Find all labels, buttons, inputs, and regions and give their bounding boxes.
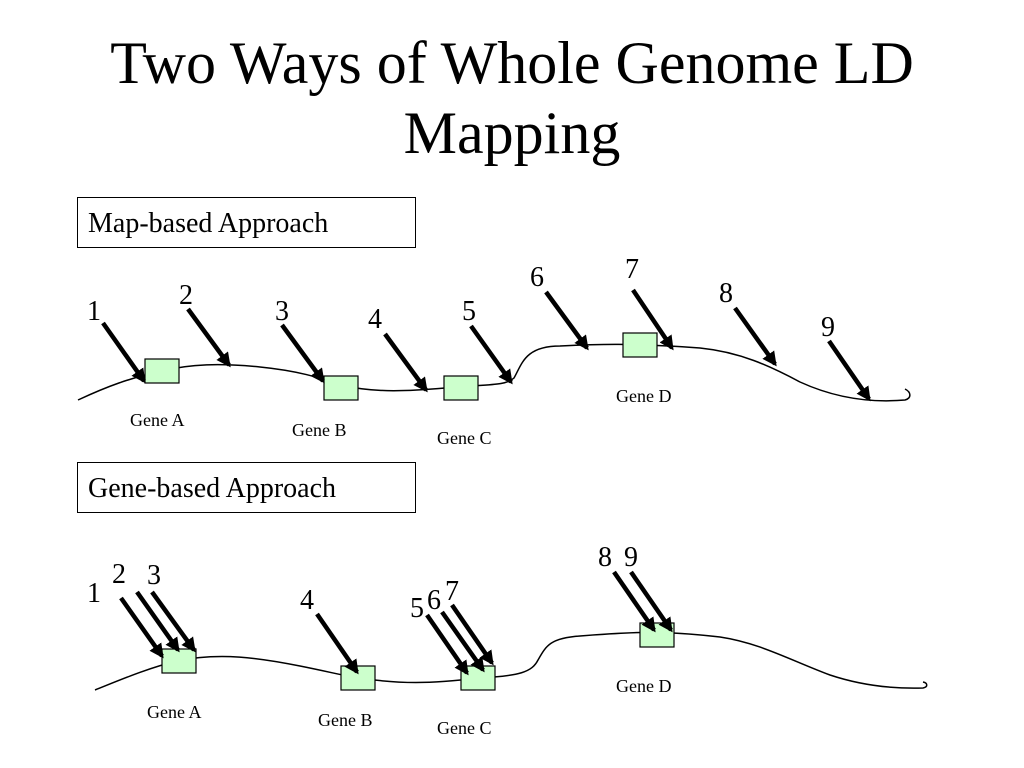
marker-number-2-2: 2 [112, 559, 126, 590]
marker-arrows-gene [119, 570, 673, 676]
title-line-1: Two Ways of Whole Genome LD [110, 30, 914, 96]
gene-label-a: Gene A [130, 410, 184, 430]
marker-number-1: 1 [87, 296, 101, 327]
chromosome-line-1 [77, 343, 911, 402]
marker-arrow-6 [544, 290, 589, 351]
slide-title: Two Ways of Whole Genome LD Mapping [0, 28, 1024, 168]
gene-label-c: Gene C [437, 428, 491, 448]
marker-arrow-2 [186, 307, 231, 368]
marker-number-3-2: 3 [147, 560, 161, 591]
marker-number-3: 3 [275, 296, 289, 327]
marker-number-5: 5 [462, 296, 476, 327]
gene-label-b: Gene B [292, 420, 346, 440]
map-based-approach-label: Map-based Approach [77, 197, 416, 248]
marker-arrow-9 [827, 339, 871, 402]
gene-label-d: Gene D [616, 386, 671, 406]
gene-box-a [144, 358, 180, 384]
gene-label-c-2: Gene C [437, 718, 491, 738]
marker-arrow-5-2 [425, 613, 469, 676]
marker-number-6: 6 [530, 262, 544, 293]
marker-arrow-6-2 [440, 610, 485, 673]
gene-box-c [443, 375, 479, 401]
marker-arrow-8-2 [612, 570, 656, 633]
marker-number-2: 2 [179, 280, 193, 311]
gene-based-approach-label: Gene-based Approach [77, 462, 416, 513]
marker-arrow-7 [631, 288, 674, 351]
marker-arrow-4 [383, 332, 428, 393]
gene-label-b-2: Gene B [318, 710, 372, 730]
marker-number-8: 8 [719, 278, 733, 309]
marker-number-7-2: 7 [445, 576, 459, 607]
marker-arrow-1-2 [119, 596, 164, 659]
marker-number-8-2: 8 [598, 542, 612, 573]
marker-number-7: 7 [625, 254, 639, 285]
marker-number-6-2: 6 [427, 585, 441, 616]
marker-number-5-2: 5 [410, 593, 424, 624]
marker-number-4: 4 [368, 304, 382, 335]
marker-arrow-5 [469, 324, 513, 385]
gene-label-a-2: Gene A [147, 702, 201, 722]
gene-box-b [323, 375, 359, 401]
marker-arrow-2-2 [135, 590, 180, 653]
chromosome-line-2 [94, 631, 928, 691]
marker-arrow-3 [280, 323, 325, 384]
marker-arrow-9-2 [629, 570, 673, 633]
marker-arrow-1 [101, 321, 146, 384]
marker-number-4-2: 4 [300, 585, 314, 616]
gene-box-d [622, 332, 658, 358]
marker-arrow-3-2 [150, 590, 196, 653]
marker-arrows-map [101, 288, 871, 402]
marker-number-1-2: 1 [87, 578, 101, 609]
marker-number-9-2: 9 [624, 542, 638, 573]
gene-label-d-2: Gene D [616, 676, 671, 696]
marker-number-9: 9 [821, 312, 835, 343]
title-line-2: Mapping [403, 100, 621, 166]
marker-arrow-8 [733, 306, 777, 367]
marker-arrow-7-2 [450, 603, 494, 666]
marker-arrow-4-2 [315, 612, 359, 675]
gene-box-a-2 [161, 648, 197, 674]
